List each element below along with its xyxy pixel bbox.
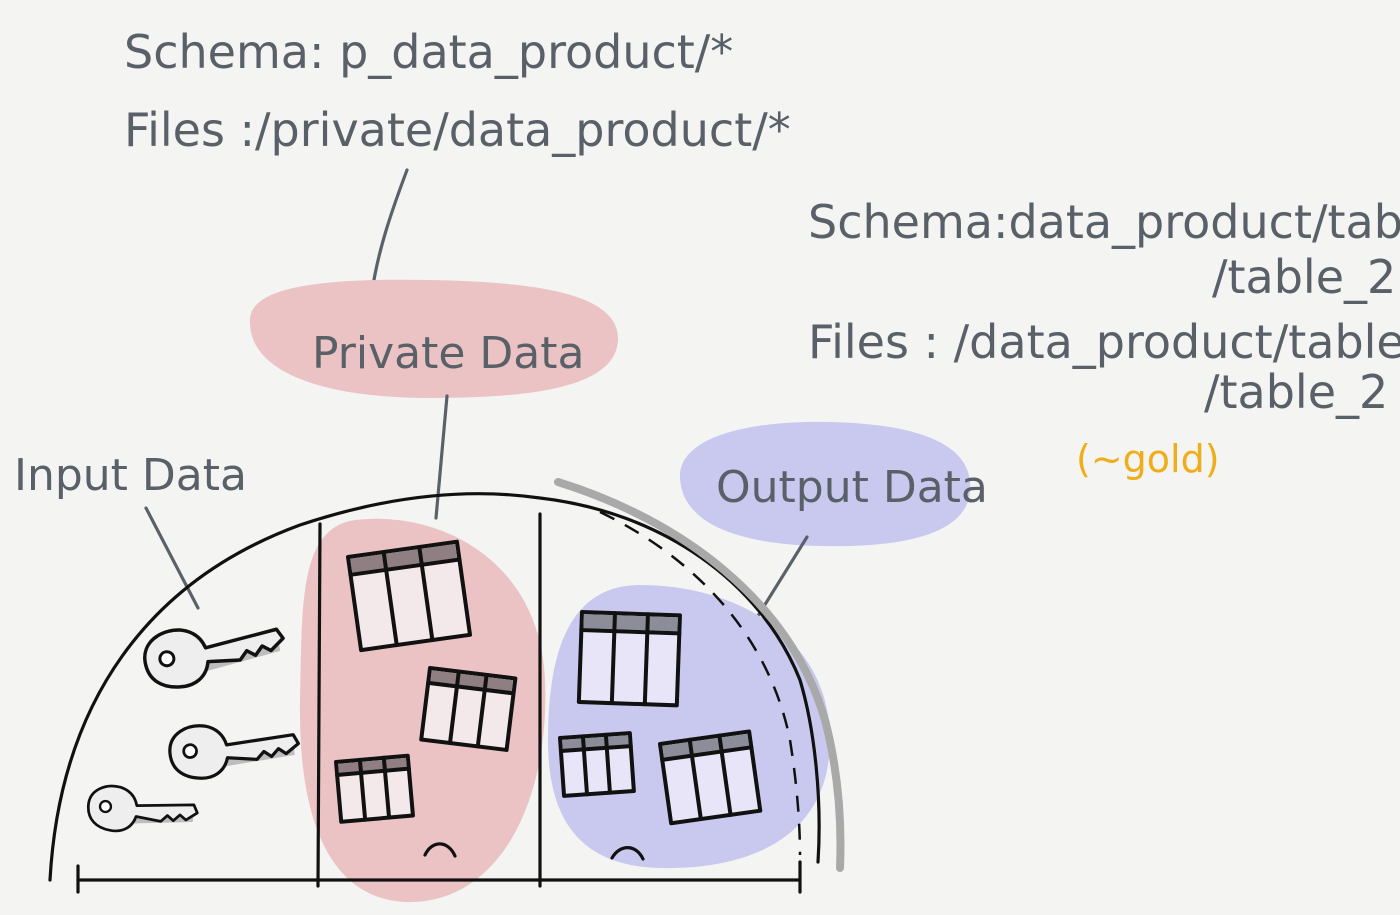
table-icon — [558, 731, 636, 798]
private-files-label: Files :/private/data_product/* — [124, 103, 791, 157]
output-arch-mark — [610, 846, 645, 861]
output-data-blob — [679, 421, 971, 547]
key-icon — [168, 724, 301, 780]
input-data-label: Input Data — [14, 450, 247, 501]
divider-left — [316, 522, 322, 888]
table-icon — [419, 666, 518, 752]
private-arch-mark — [423, 842, 457, 858]
private-schema-label: Schema: p_data_product/* — [124, 25, 733, 79]
table-icon — [346, 539, 473, 653]
table-icon — [658, 729, 763, 826]
table-icon — [334, 753, 415, 824]
gold-tier-label: (~gold) — [1076, 437, 1220, 481]
output-schema-table2-label: /table_2 — [1212, 250, 1396, 304]
input-data-leader — [144, 506, 200, 610]
output-data-label: Output Data — [716, 462, 988, 513]
key-icon — [143, 627, 285, 689]
output-dashed-arc — [599, 510, 802, 856]
private-data-label: Private Data — [312, 328, 584, 379]
access-boundary-arc — [554, 478, 845, 872]
dome-outline — [48, 492, 821, 882]
output-schema-label: Schema:data_product/table_1 — [808, 195, 1400, 249]
private-data-blob — [249, 279, 619, 398]
table-icon — [576, 610, 682, 708]
private-data-leader — [434, 394, 449, 520]
private-callout-leader — [370, 168, 409, 294]
output-files-table2-label: /table_2 — [1204, 365, 1388, 419]
key-icon — [86, 784, 199, 833]
output-files-label: Files : /data_product/table_1 — [808, 315, 1400, 369]
